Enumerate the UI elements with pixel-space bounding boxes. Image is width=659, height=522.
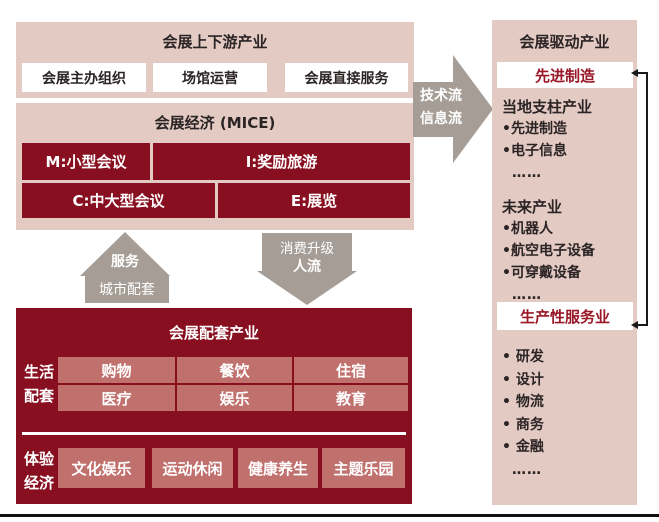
life-cell-medical: 医疗: [58, 385, 175, 411]
exp-label-line2: 经济: [23, 474, 54, 492]
advanced-manufacturing-box: 先进制造: [497, 62, 633, 88]
life-label-line2: 配套: [23, 387, 54, 405]
exp-label-line1: 体验: [23, 450, 54, 468]
pillar-title: 当地支柱产业: [502, 98, 593, 116]
pillar-ellipsis: ……: [512, 165, 542, 181]
support-divider: [22, 432, 406, 435]
future-item: •机器人: [502, 221, 553, 237]
experience-economy-label: 体验 经济: [17, 447, 61, 495]
upstream-panel: 会展上下游产业 会展主办组织 场馆运营 会展直接服务: [16, 22, 414, 98]
producer-services-list: • 研发 • 设计 • 物流 • 商务 • 金融 ……: [502, 346, 544, 481]
upstream-item-venue: 场馆运营: [153, 63, 267, 92]
up-arrow-label-2: 城市配套: [99, 282, 155, 298]
service-ellipsis: ……: [512, 461, 542, 478]
mice-cell-conventions: C:中大型会议: [22, 183, 215, 218]
mice-panel: 会展经济 (MICE) M:小型会议 I:奖励旅游 C:中大型会议 E:展览: [16, 103, 414, 230]
down-arrow-head-icon: [257, 271, 357, 305]
down-arrow-body: [262, 233, 352, 271]
producer-services-box: 生产性服务业: [497, 302, 633, 330]
exp-cell-health: 健康养生: [238, 448, 318, 488]
pillar-item: •先进制造: [502, 121, 567, 137]
exp-cell-sports: 运动休闲: [152, 448, 233, 488]
future-title: 未来产业: [502, 198, 563, 216]
life-cell-shopping: 购物: [58, 357, 175, 383]
pillar-item: •电子信息: [502, 143, 567, 159]
service-item: • 物流: [502, 394, 544, 410]
life-cell-lodging: 住宿: [294, 357, 408, 383]
bracket-top-arrowhead-icon: [631, 69, 638, 77]
up-arrow-label-1: 服务: [111, 254, 139, 270]
support-panel: 会展配套产业 生活 配套 购物 餐饮 住宿 医疗 娱乐 教育 体验 经济 文化娱…: [16, 308, 412, 504]
bottom-rule: [0, 514, 659, 517]
future-industries-list: 未来产业 •机器人 •航空电子设备 •可穿戴设备 ……: [502, 196, 595, 306]
mice-cell-exhibitions: E:展览: [218, 183, 410, 218]
exp-cell-culture: 文化娱乐: [58, 448, 145, 488]
life-cell-dining: 餐饮: [177, 357, 292, 383]
bracket-bottom-line: [637, 324, 648, 326]
mice-title: 会展经济 (MICE): [154, 114, 276, 132]
future-item: •航空电子设备: [502, 243, 595, 259]
bracket-bottom-arrowhead-icon: [631, 321, 638, 329]
future-item: •可穿戴设备: [502, 265, 581, 281]
bracket-vertical-line: [646, 72, 648, 326]
life-label-line1: 生活: [23, 363, 54, 381]
down-arrow-label-1: 消费升级: [280, 241, 334, 257]
flow-arrow-head-icon: [453, 55, 493, 163]
mice-cell-incentives: I:奖励旅游: [153, 143, 410, 180]
service-item: • 商务: [502, 416, 544, 433]
mice-cell-meetings: M:小型会议: [22, 143, 150, 180]
driven-panel: 会展驱动产业 先进制造 当地支柱产业 •先进制造 •电子信息 …… 未来产业 •…: [492, 20, 637, 505]
life-cell-entertainment: 娱乐: [177, 385, 292, 411]
upstream-title: 会展上下游产业: [162, 33, 268, 51]
down-arrow-label-2: 人流: [293, 259, 321, 275]
future-ellipsis: ……: [512, 287, 542, 303]
pillar-industries-list: 当地支柱产业 •先进制造 •电子信息 ……: [502, 96, 592, 184]
flow-arrow-label-1: 技术流: [420, 88, 462, 104]
service-item: • 设计: [502, 371, 544, 388]
life-cell-education: 教育: [294, 385, 408, 411]
service-item: • 研发: [502, 349, 544, 365]
flow-arrow-label-2: 信息流: [420, 111, 462, 127]
driven-title: 会展驱动产业: [519, 33, 610, 51]
up-arrow-body: [85, 275, 169, 303]
life-support-label: 生活 配套: [17, 360, 61, 408]
support-title: 会展配套产业: [168, 324, 259, 342]
service-item: • 金融: [502, 439, 544, 455]
flow-arrow-body: [413, 82, 453, 137]
up-arrow-head-icon: [80, 232, 170, 276]
upstream-item-organizer: 会展主办组织: [22, 63, 146, 92]
upstream-item-direct-service: 会展直接服务: [285, 63, 408, 92]
bracket-top-line: [637, 72, 648, 74]
exp-cell-theme-park: 主题乐园: [322, 448, 405, 488]
